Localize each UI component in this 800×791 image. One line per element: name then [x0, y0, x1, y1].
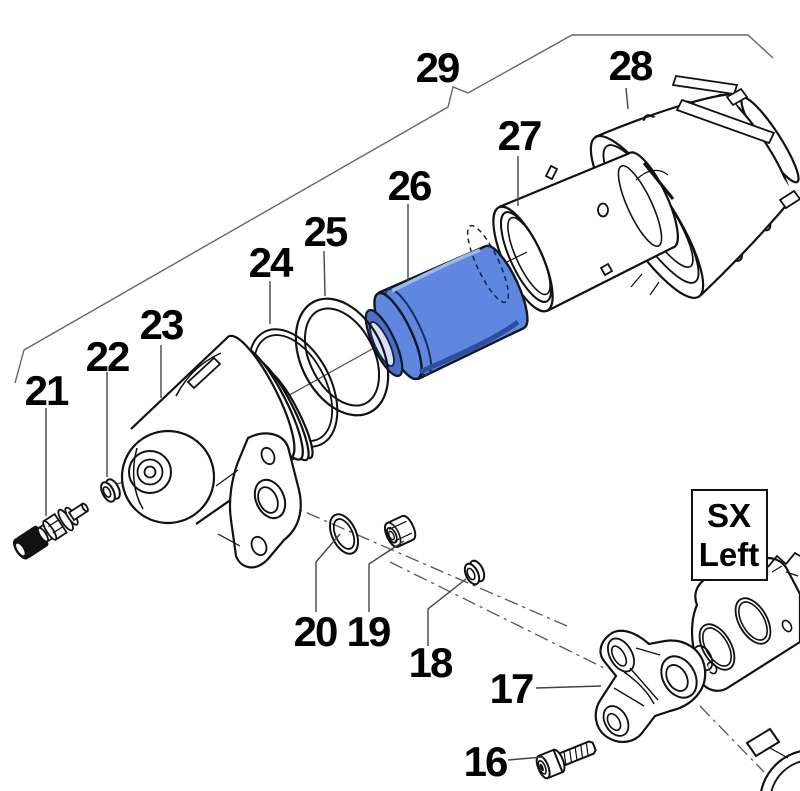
manifold-port-bore [665, 664, 689, 692]
part-21-valve[interactable] [10, 496, 94, 562]
part-25-o-ring[interactable] [277, 283, 406, 431]
valve-cap-end [14, 542, 27, 557]
cylinder-hole [597, 202, 609, 218]
part-label-25[interactable]: 25 [304, 208, 350, 255]
leader-lines [45, 87, 629, 761]
part-label-23[interactable]: 23 [140, 301, 185, 348]
diaphragm-hidden-edge [466, 224, 510, 304]
cap-strap-2 [675, 98, 776, 145]
part-27-cylinder[interactable] [482, 147, 688, 319]
manifold-foot-hole [606, 712, 622, 732]
side-indicator-box: SX Left [691, 489, 768, 581]
part-label-18[interactable]: 18 [409, 639, 455, 686]
pump-fitting [767, 551, 800, 577]
part-26-diaphragm-highlighted[interactable] [359, 221, 536, 384]
cylinder-clamp-pin [642, 162, 675, 200]
manifold-slot-hole [610, 645, 628, 667]
part-19-nut[interactable] [382, 514, 418, 549]
part-label-29[interactable]: 29 [416, 44, 461, 91]
part-label-16[interactable]: 16 [464, 738, 509, 785]
cylinder-top-nub [544, 164, 559, 181]
part-23-accumulator-body[interactable] [120, 329, 320, 569]
side-indicator-line2: Left [699, 536, 760, 573]
body-top-slot [186, 356, 222, 390]
nut-bore [388, 530, 395, 541]
part-label-26[interactable]: 26 [388, 162, 433, 209]
bolt-socket [539, 763, 544, 772]
part-label-20[interactable]: 20 [294, 608, 339, 655]
part-16-bolt[interactable] [534, 735, 599, 780]
part-label-21[interactable]: 21 [25, 367, 71, 414]
kit-bracket-29 [14, 34, 774, 384]
pump-body-corner [745, 727, 800, 791]
side-indicator-line1: SX [707, 497, 751, 534]
part-18-washer[interactable] [462, 558, 487, 586]
part-label-24[interactable]: 24 [249, 239, 296, 286]
part-label-28[interactable]: 28 [609, 42, 655, 89]
part-label-27[interactable]: 27 [498, 112, 543, 159]
part-22-washer[interactable] [98, 477, 122, 504]
part-label-22[interactable]: 22 [86, 333, 131, 380]
body-front-dome [120, 429, 216, 525]
part-label-19[interactable]: 19 [347, 608, 392, 655]
diaphragm-shading [418, 319, 520, 375]
body-center-hole [143, 465, 157, 479]
part-17-manifold[interactable] [594, 629, 707, 743]
part-label-17[interactable]: 17 [490, 665, 535, 712]
body-mount-flange [228, 432, 302, 569]
